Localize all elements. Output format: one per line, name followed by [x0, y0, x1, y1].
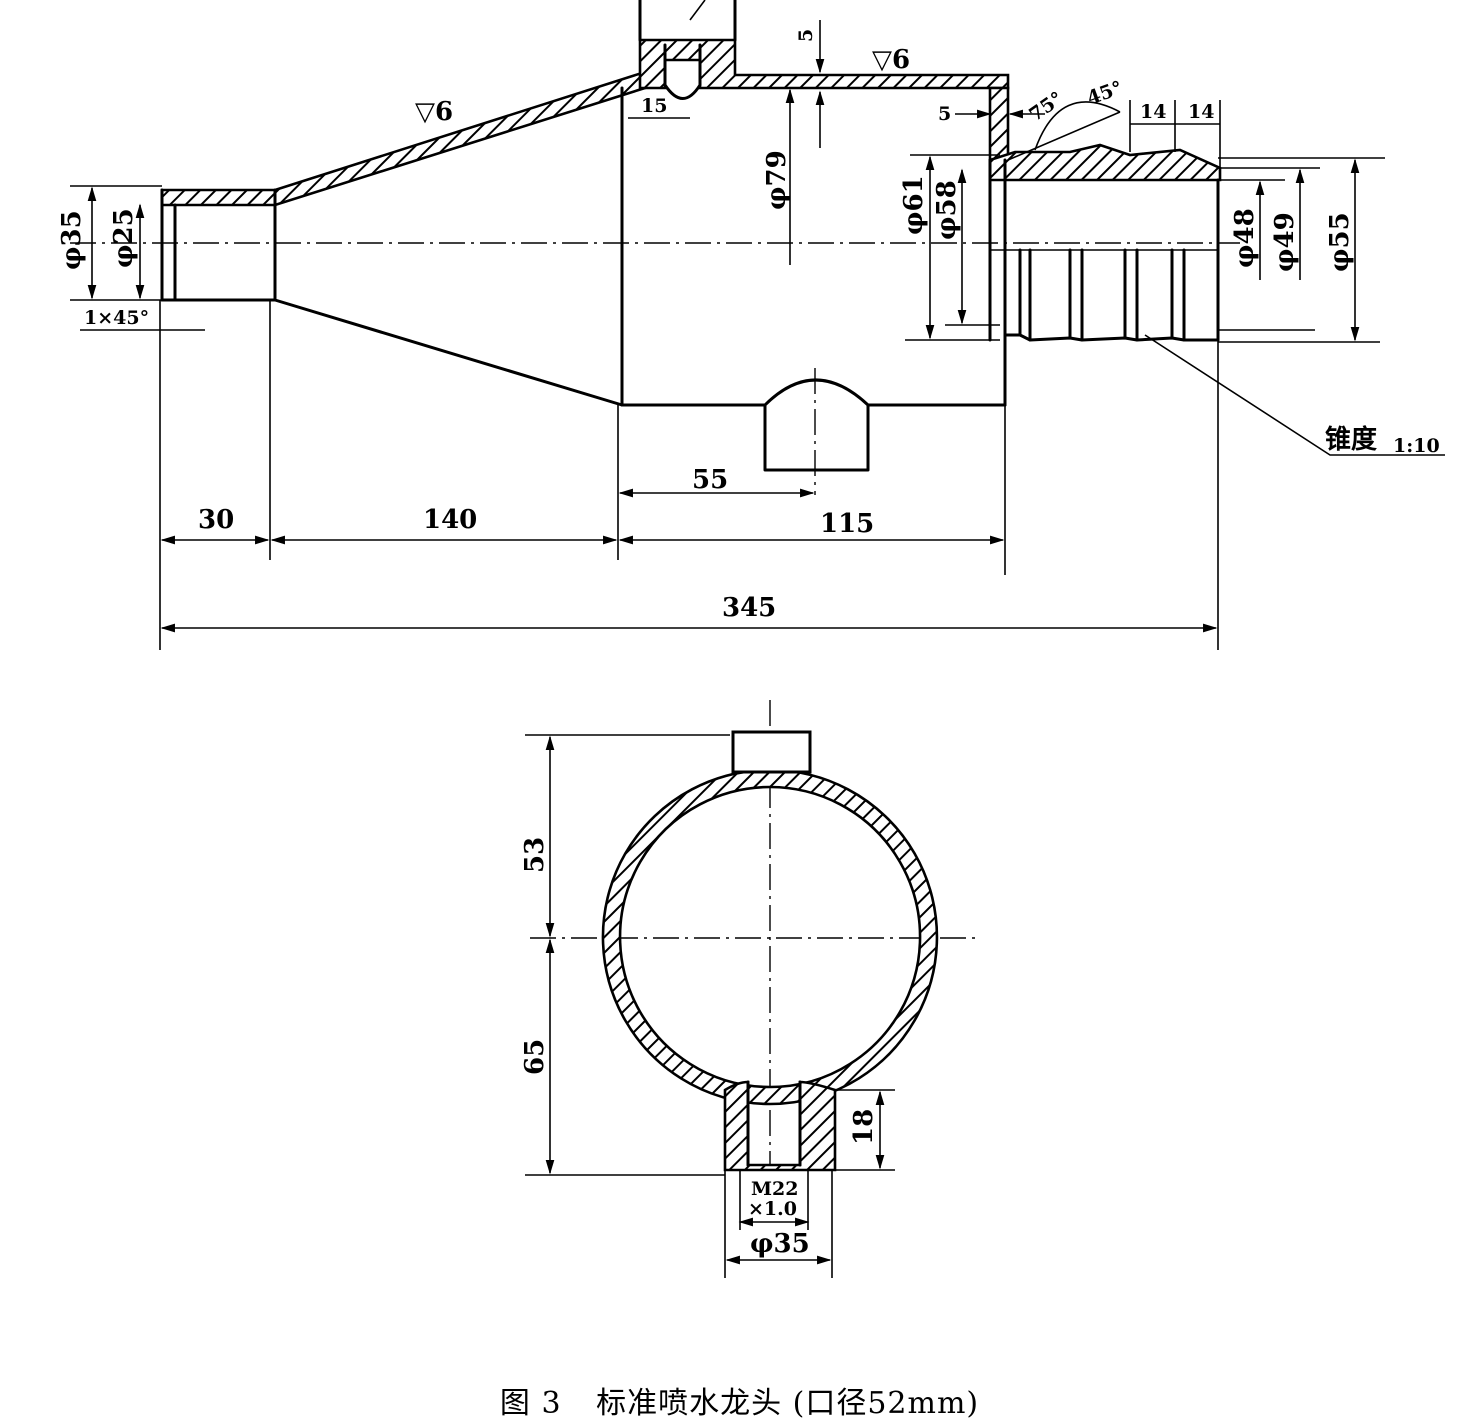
dim-d48: φ48 — [1230, 208, 1260, 268]
dim-d79: φ79 — [762, 150, 792, 210]
nozzle-threads — [988, 158, 1220, 342]
end-view: 53 65 18 M22 ×1.0 φ35 — [520, 700, 975, 1278]
cone-wall-top — [273, 70, 647, 207]
dim-d35-end: φ35 — [750, 1229, 810, 1259]
dim-pitch-14-a: 14 — [1140, 101, 1166, 123]
dim-d55: φ55 — [1325, 212, 1355, 272]
dim-pitch-14-b: 14 — [1188, 101, 1214, 123]
body-ring — [601, 768, 939, 1106]
dim-len-345: 345 — [722, 593, 776, 623]
nozzle-wall-top — [988, 143, 1222, 182]
dim-len-30: 30 — [198, 505, 234, 535]
dim-len-55: 55 — [692, 465, 728, 495]
rough-cone: ▽6 — [415, 97, 453, 127]
dim-h65: 65 — [520, 1039, 550, 1075]
dim-d35-inlet: φ35 — [57, 210, 87, 270]
dim-wall-side: 5 — [938, 103, 951, 125]
dim-d25-inlet: φ25 — [109, 208, 139, 268]
dim-d49: φ49 — [1270, 212, 1300, 272]
taper-leader — [1144, 334, 1445, 456]
dim-len-15: 15 — [641, 95, 667, 117]
cone-bottom — [273, 298, 624, 407]
figure-title: 标准喷水龙头 (口径52mm) — [596, 1386, 980, 1421]
taper-label: 锥度 — [1325, 424, 1377, 455]
dim-chamfer: 1×45° — [84, 307, 149, 329]
dim-wall-top: 5 — [795, 29, 817, 42]
figure-number: 图 3 — [499, 1386, 562, 1421]
top-boss — [638, 38, 1010, 90]
dim-angle-45: 45° — [1084, 77, 1125, 110]
dim-angle-75: 75° — [1025, 87, 1067, 126]
bottom-boss — [763, 378, 870, 472]
dim-len-115: 115 — [820, 509, 874, 539]
thread-spec-a: M22 — [751, 1178, 798, 1200]
end-top-boss — [731, 730, 812, 774]
dim-h53: 53 — [520, 837, 550, 873]
dim-d61: φ61 — [899, 175, 929, 235]
figure-caption: 图 3 标准喷水龙头 (口径52mm) — [0, 1378, 1479, 1422]
dim-len-140: 140 — [423, 505, 477, 535]
taper-ratio: 1:10 — [1393, 435, 1440, 457]
rear-wall — [988, 86, 1010, 162]
dim-d58: φ58 — [932, 180, 962, 240]
side-view: 锥度 1:10 φ35 φ25 1×45° 30 140 115 55 345 … — [57, 0, 1445, 650]
top-boss-bore — [663, 43, 702, 100]
rough-top: ▽6 — [872, 45, 910, 75]
thread-spec-b: ×1.0 — [748, 1198, 797, 1220]
dim-h18: 18 — [849, 1109, 879, 1145]
inlet-wall-top — [160, 188, 277, 207]
